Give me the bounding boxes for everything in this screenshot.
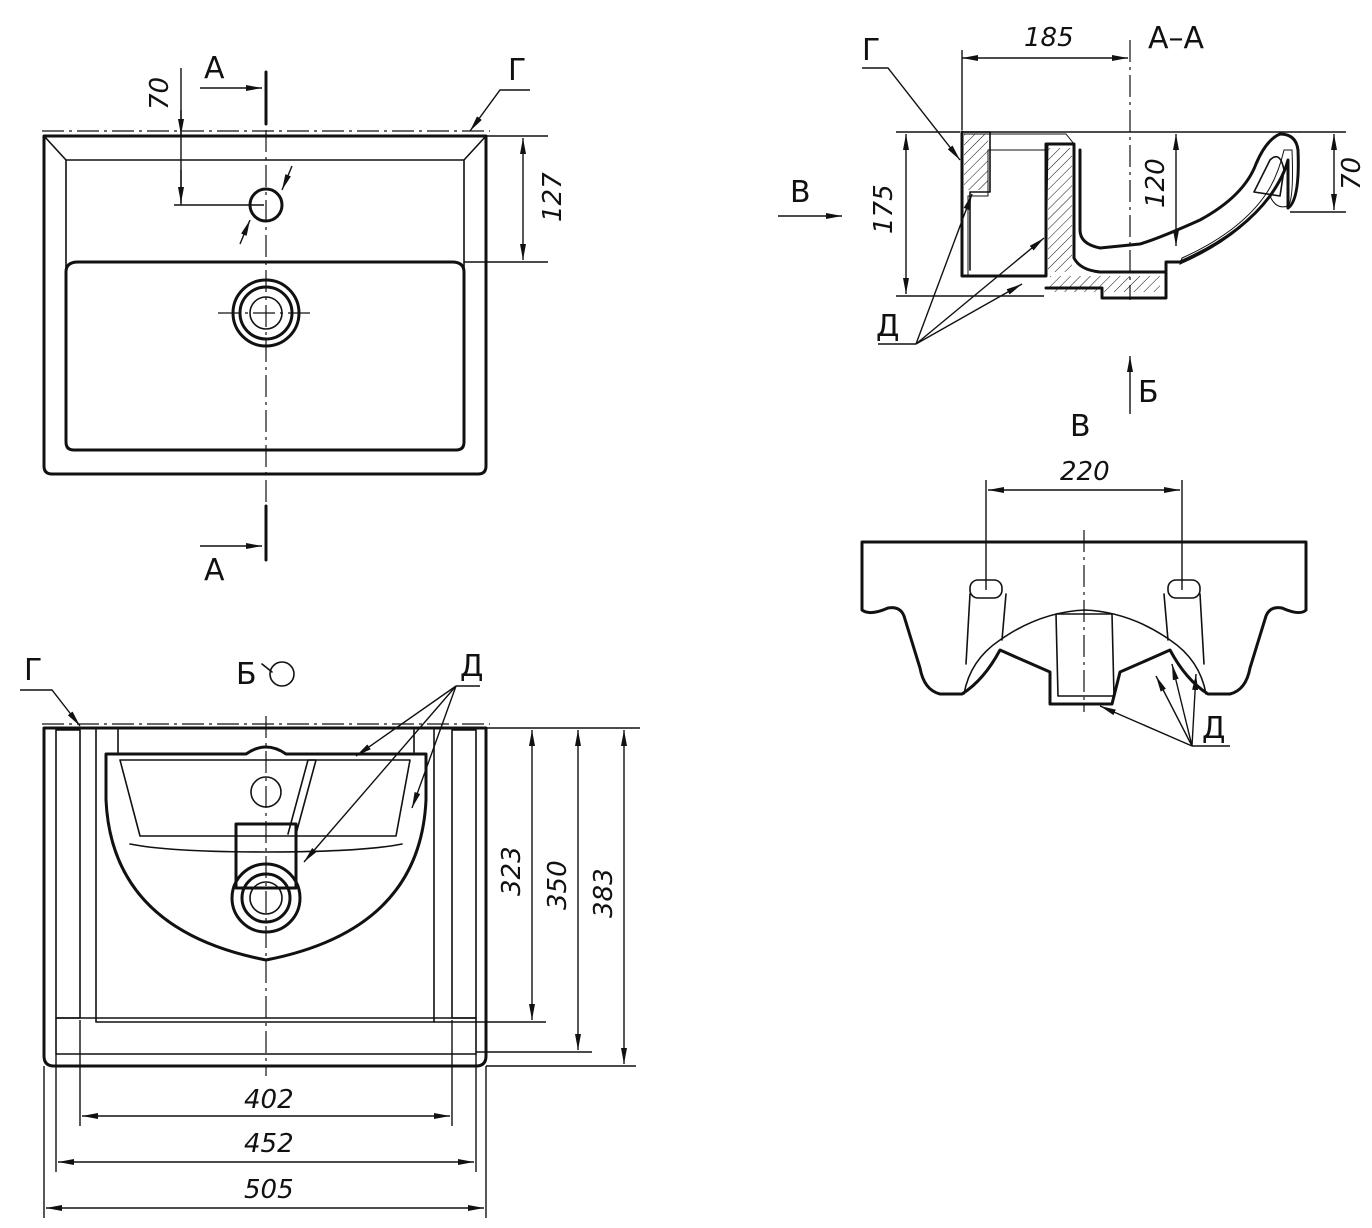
section-a-a: А–А 185 175 120 70	[778, 21, 1367, 414]
view-v: В 220 Д	[860, 409, 1308, 747]
leader-d-section-label: Д	[876, 309, 899, 344]
bottom-siphon-block	[234, 822, 298, 890]
dim-175: 175	[869, 184, 899, 234]
drain-neck	[1055, 613, 1115, 697]
dim-70-section: 70	[1337, 157, 1367, 190]
top-view: А А 70 127 Г	[42, 51, 568, 588]
foot-left	[969, 579, 1003, 599]
dim-350: 350	[543, 860, 573, 910]
dim-383: 383	[589, 868, 619, 918]
leader-d-view-label: Д	[1202, 711, 1225, 746]
section-a-bottom-label: А	[204, 553, 225, 588]
basin-inner-rim	[65, 159, 465, 451]
view-v-outline	[860, 540, 1308, 706]
leader-d-bottom-label: Д	[460, 649, 483, 684]
view-v-title: В	[1070, 409, 1091, 444]
view-b-label: Б	[1138, 375, 1159, 410]
dim-127: 127	[538, 172, 568, 222]
rim-g-bottom-label: Г	[24, 653, 42, 688]
view-b-symbol: Б	[236, 657, 257, 692]
bottom-outline	[42, 726, 488, 1068]
section-title: А–А	[1148, 21, 1205, 56]
bowl-outline	[64, 260, 466, 452]
view-v-label: В	[790, 175, 811, 210]
foot-right	[1167, 579, 1201, 599]
dim-452: 452	[244, 1129, 294, 1159]
dim-402: 402	[244, 1085, 294, 1115]
basin-outline	[42, 134, 488, 476]
dim-120: 120	[1141, 158, 1171, 208]
section-a-top-label: А	[204, 51, 225, 86]
bottom-view: Б Г Д 323 350	[20, 649, 640, 1218]
rim-g-top-label: Г	[508, 53, 526, 88]
dim-323: 323	[497, 846, 527, 896]
bottom-bowl	[104, 745, 428, 962]
dim-220: 220	[1060, 457, 1110, 487]
dim-185: 185	[1024, 23, 1074, 53]
rim-g-section-label: Г	[862, 33, 880, 68]
dim-70-top: 70	[145, 77, 175, 110]
dim-505: 505	[244, 1175, 294, 1205]
section-bowl-curve	[1078, 132, 1300, 274]
